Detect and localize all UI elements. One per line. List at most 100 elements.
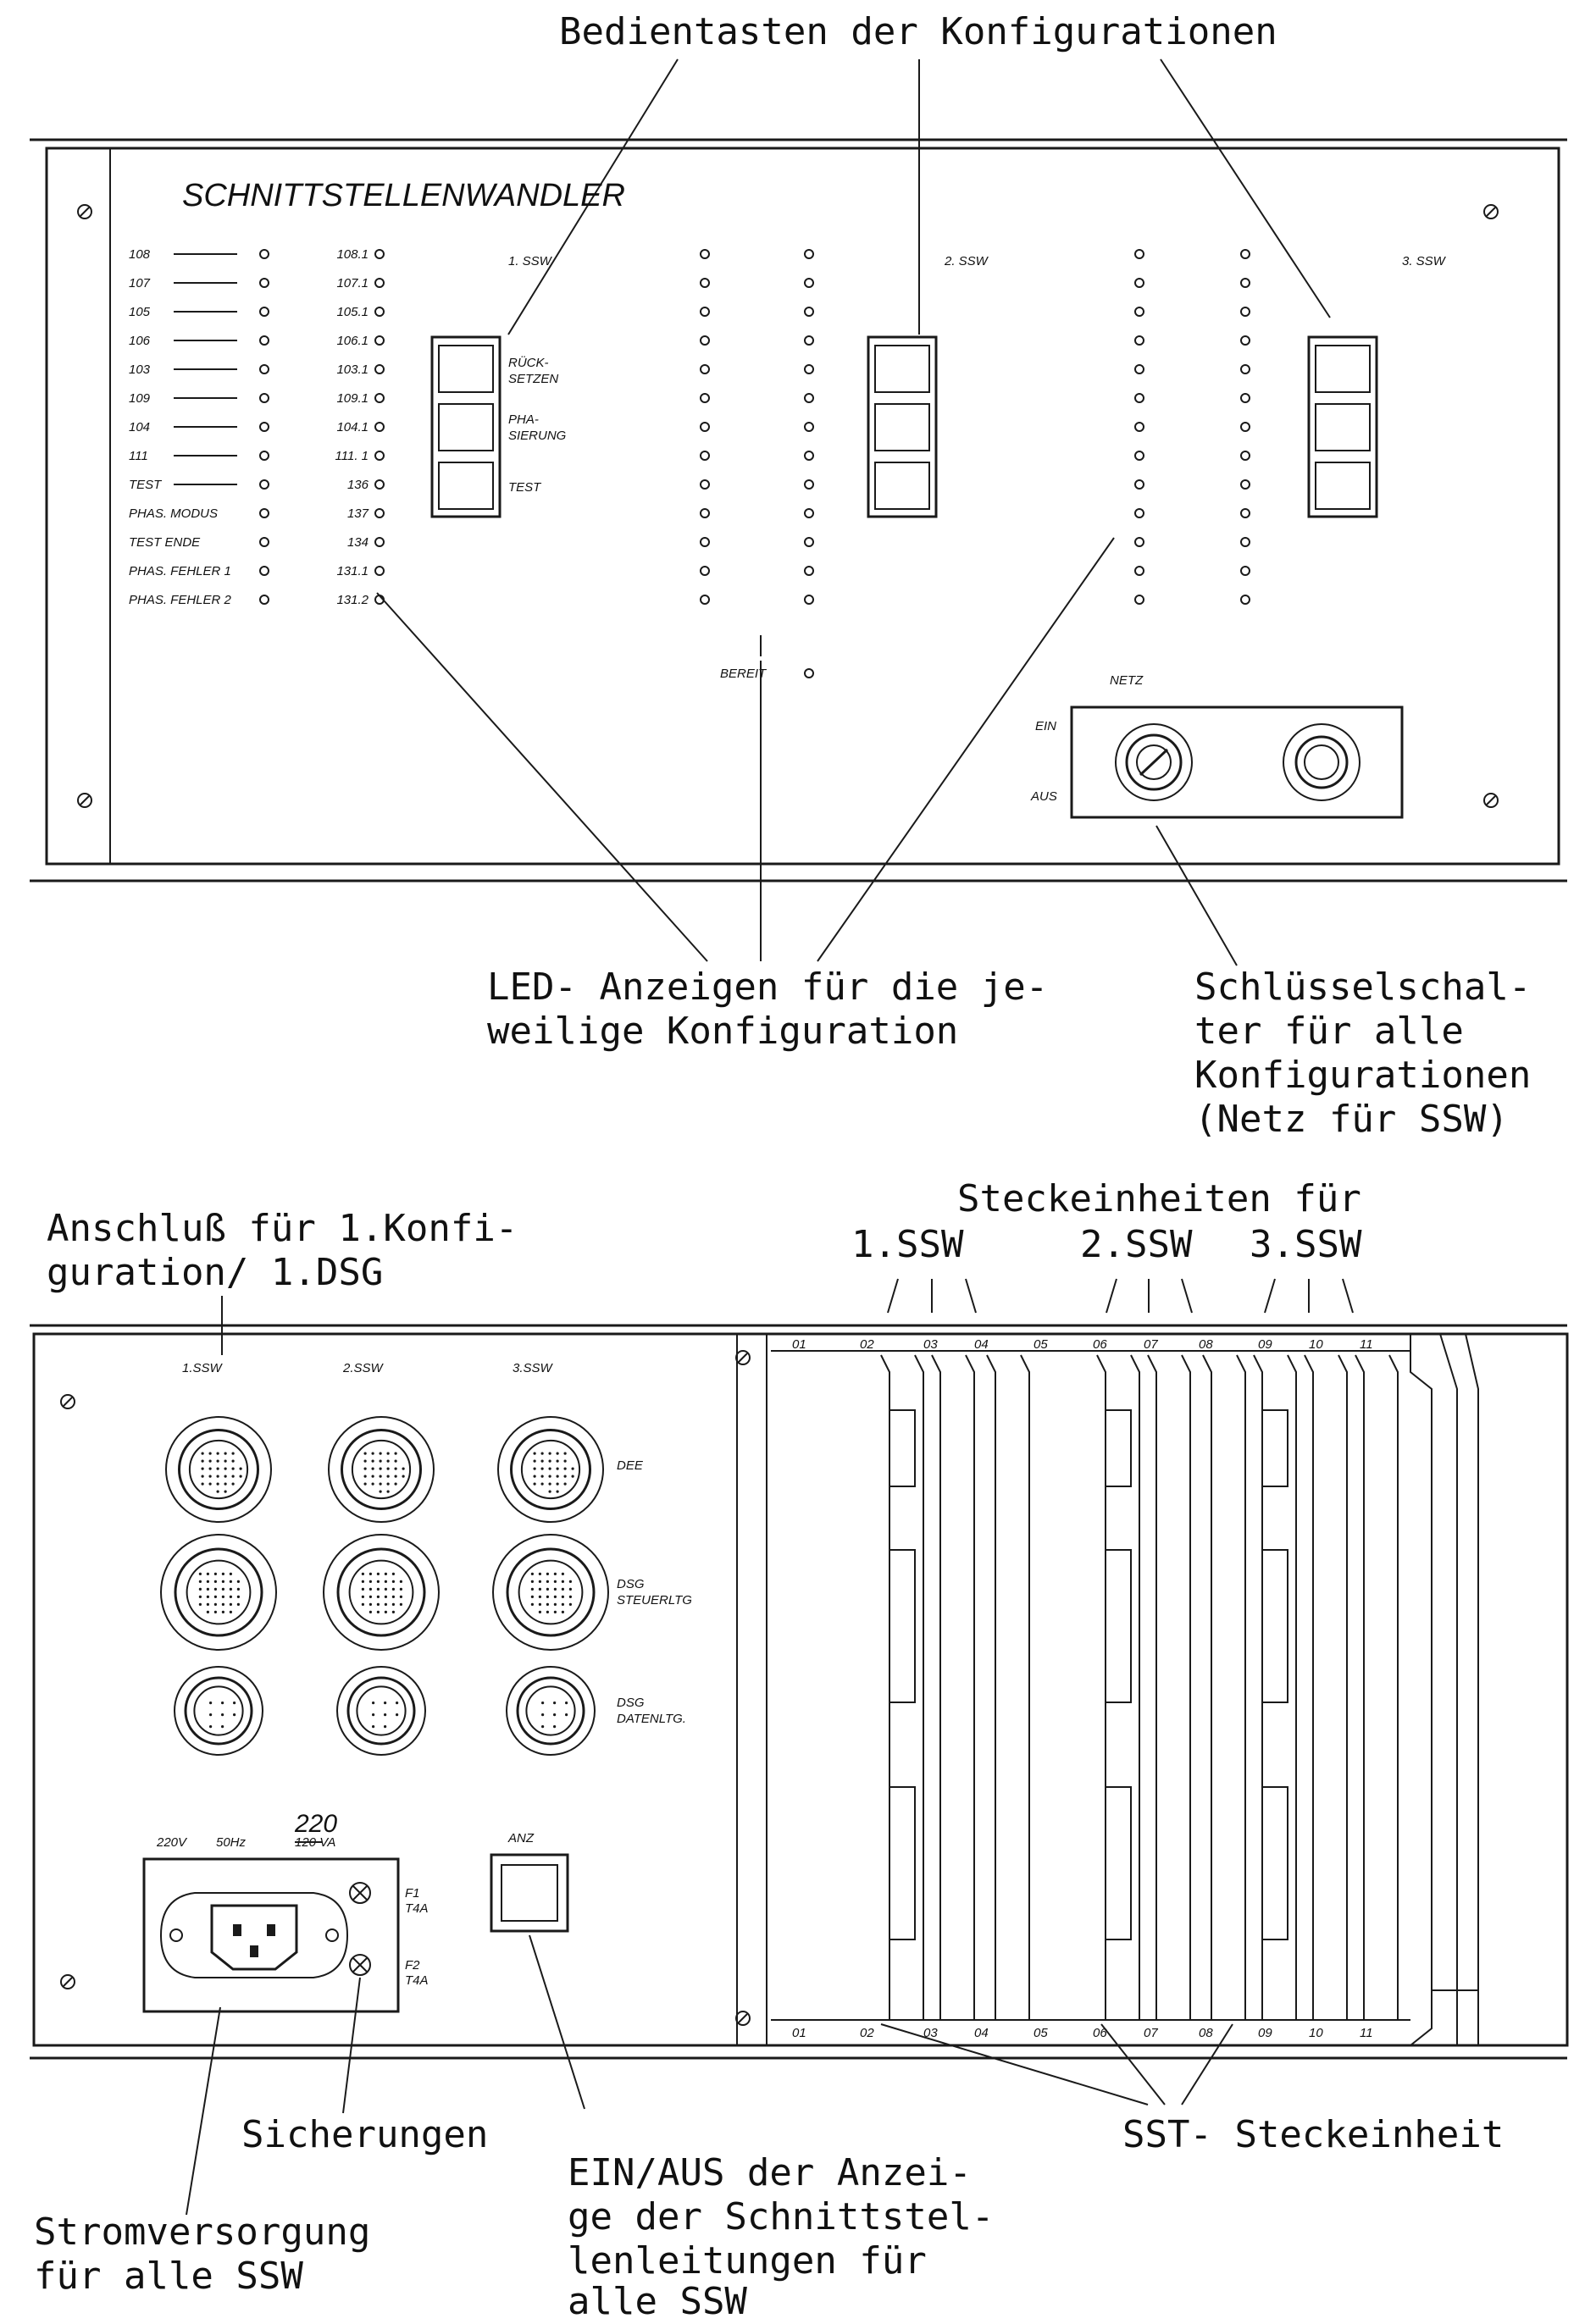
small-connector-icon[interactable] [336, 1666, 426, 1756]
card-connector [889, 1786, 916, 1940]
led-indicator [804, 307, 814, 317]
connector-grid[interactable] [160, 1416, 609, 1756]
key-switch-plate [1070, 706, 1404, 819]
led-indicator [374, 422, 385, 432]
slot-number-bottom: 04 [974, 2026, 989, 2040]
fuse-label-t4a-1: T4A [405, 1901, 429, 1916]
led-label-left: 106 [129, 334, 151, 348]
key-switch-icon[interactable] [1115, 723, 1193, 801]
conn-col-label-1: 1.SSW [182, 1361, 224, 1375]
ein-label: EIN [1035, 719, 1056, 733]
fuse-label-f2: F2 [405, 1958, 420, 1973]
fuse-icon-2[interactable] [349, 1954, 371, 1976]
led-indicator [700, 479, 710, 490]
led-label-right: 105.1 [336, 305, 369, 319]
led-indicator [259, 393, 269, 403]
anz-label: ANZ [507, 1831, 535, 1845]
led-indicator [259, 595, 269, 605]
led-label-left: 103 [129, 362, 151, 377]
fuse-icon-1[interactable] [349, 1882, 371, 1904]
annotation-power-line2: für alle SSW [34, 2255, 303, 2298]
led-indicator [259, 249, 269, 259]
led-indicator [1240, 307, 1250, 317]
anz-button[interactable] [490, 1853, 569, 1933]
slot-number-bottom: 03 [923, 2026, 938, 2040]
bereit-led [804, 668, 814, 678]
led-indicator [374, 508, 385, 518]
round-connector-icon[interactable] [165, 1416, 272, 1523]
led-indicator [1134, 364, 1144, 374]
led-label-left: PHAS. MODUS [129, 506, 218, 521]
plug-in-units: 0101020203030404050506060707080809091010… [792, 1337, 1399, 2040]
round-connector-icon[interactable] [160, 1534, 277, 1651]
round-connector-icon[interactable] [492, 1534, 609, 1651]
led-indicator [1240, 393, 1250, 403]
round-connector-icon[interactable] [497, 1416, 604, 1523]
slot-number-top: 03 [923, 1337, 938, 1352]
slot-number-top: 10 [1309, 1337, 1323, 1352]
button-group-2[interactable] [867, 335, 938, 518]
plug-in-card[interactable] [1253, 1354, 1297, 2020]
aus-label: AUS [1030, 789, 1057, 804]
small-connector-icon[interactable] [506, 1666, 596, 1756]
led-indicator [1134, 451, 1144, 461]
led-indicator [374, 451, 385, 461]
ssw-label-2: 2. SSW [944, 254, 989, 268]
leader-anz [529, 1934, 585, 2110]
annotation-led-line1: LED- Anzeigen für die je- [487, 966, 1048, 1009]
plug-in-card[interactable] [1147, 1354, 1191, 2020]
slot-number-top: 08 [1199, 1337, 1213, 1352]
led-label-right: 111. 1 [335, 449, 369, 463]
annotation-key-line4: (Netz für SSW) [1194, 1098, 1509, 1141]
slot-number-bottom: 01 [792, 2026, 806, 2040]
plug-in-card[interactable] [986, 1354, 1030, 2020]
slot-number-bottom: 05 [1034, 2026, 1048, 2040]
led-indicator [1240, 451, 1250, 461]
button-group-3[interactable] [1307, 335, 1378, 518]
round-connector-icon[interactable] [328, 1416, 435, 1523]
led-indicator [259, 307, 269, 317]
leader-led-3 [817, 537, 1115, 962]
led-label-right: 136 [347, 478, 369, 492]
led-indicator [700, 393, 710, 403]
annotation-anz-line3: lenleitungen für [568, 2239, 927, 2282]
plug-in-card[interactable] [1355, 1354, 1399, 2020]
annotation-led-line2: weilige Konfiguration [487, 1010, 958, 1053]
leader-sst-1 [880, 2023, 1149, 2105]
led-indicator [700, 595, 710, 605]
led-indicator [804, 508, 814, 518]
card-connector [889, 1549, 916, 1703]
plug-in-card[interactable] [1202, 1354, 1246, 2020]
slot-number-top: 07 [1144, 1337, 1158, 1352]
led-indicator [1240, 508, 1250, 518]
slot-number-bottom: 11 [1360, 2026, 1373, 2040]
led-label-left: TEST ENDE [129, 535, 201, 550]
button-group-1[interactable] [430, 335, 502, 518]
label-phasierung-1: PHA- [508, 412, 539, 427]
slot-number-bottom: 02 [860, 2026, 874, 2040]
plug-in-card[interactable] [1304, 1354, 1348, 2020]
annotation-plug-line3: 2.SSW [1080, 1223, 1193, 1266]
led-indicator [259, 451, 269, 461]
plug-in-card[interactable] [1096, 1354, 1140, 2020]
plug-in-card[interactable] [931, 1354, 975, 2020]
power-inlet-icon[interactable] [159, 1892, 349, 1978]
led-label-right: 108.1 [336, 247, 369, 262]
led-label-left: 105 [129, 305, 151, 319]
led-indicator [374, 278, 385, 288]
slot-number-bottom: 07 [1144, 2026, 1158, 2040]
led-label-right: 131.1 [336, 564, 369, 578]
plug-in-card[interactable] [880, 1354, 924, 2020]
slot-number-top: 09 [1258, 1337, 1272, 1352]
small-connector-icon[interactable] [174, 1666, 263, 1756]
annotation-conn-line1: Anschluß für 1.Konfi- [47, 1207, 518, 1250]
conn-col-label-2: 2.SSW [342, 1361, 385, 1375]
led-indicator [700, 451, 710, 461]
panel-title: SCHNITTSTELLENWANDLER [182, 178, 625, 213]
led-indicator [1134, 566, 1144, 576]
led-indicator [1134, 393, 1144, 403]
round-connector-icon[interactable] [323, 1534, 440, 1651]
slot-number-bottom: 06 [1093, 2026, 1107, 2040]
led-indicator [259, 508, 269, 518]
led-label-right: 131.2 [336, 593, 369, 607]
